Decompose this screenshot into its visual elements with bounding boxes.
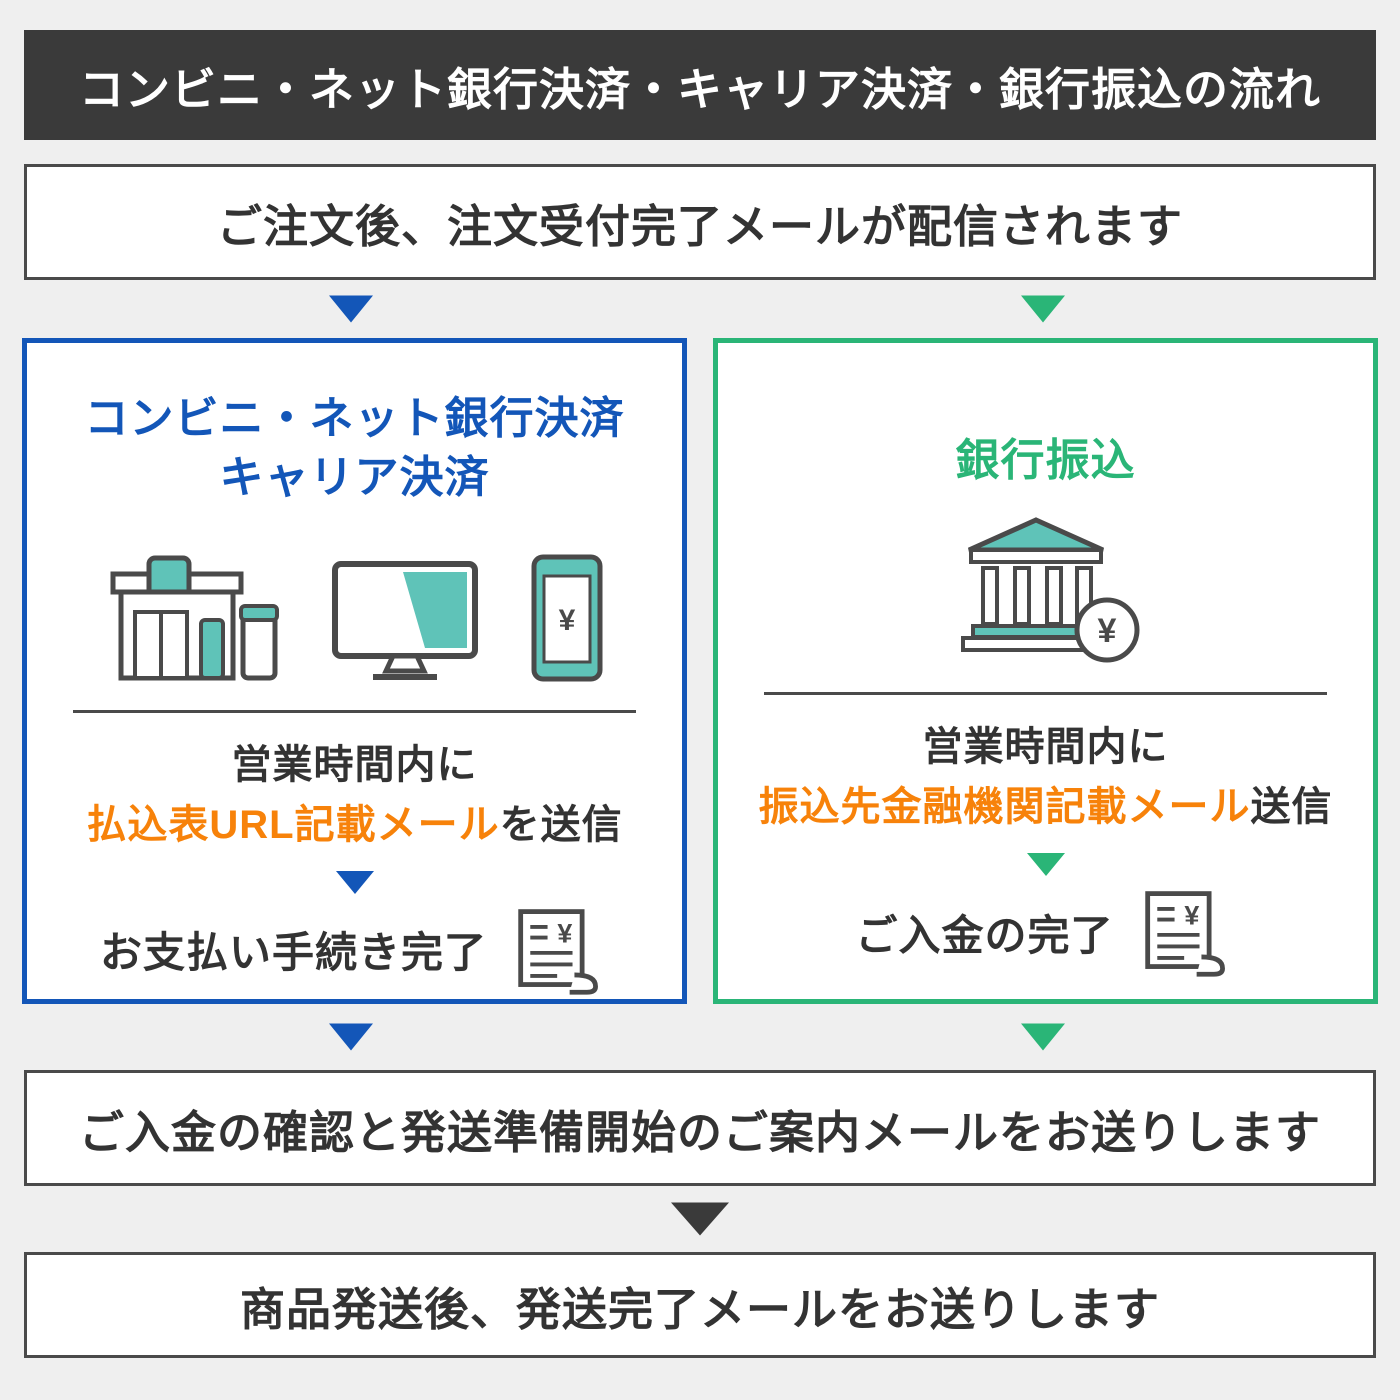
bank-transfer-panel: 銀行振込 ¥ 営業時間内に 振込先 xyxy=(713,338,1378,1004)
arrow-down-green-small-icon xyxy=(1026,853,1065,877)
arrow-down-green-icon xyxy=(1021,295,1065,323)
step-order-mail-text: ご注文後、注文受付完了メールが配信されます xyxy=(216,200,1183,252)
page-title: コンビニ・ネット銀行決済・キャリア決済・銀行振込の流れ xyxy=(78,63,1321,115)
left-panel-title-line2: キャリア決済 xyxy=(219,453,490,503)
left-panel-icons: ¥ xyxy=(105,534,605,684)
left-notice-line1: 営業時間内に xyxy=(231,742,478,787)
right-notice-suffix: 送信 xyxy=(1250,785,1333,830)
right-panel-notice: 営業時間内に 振込先金融機関記載メール送信 xyxy=(759,717,1333,837)
step-shipping-mail-text: 商品発送後、発送完了メールをお送りします xyxy=(239,1283,1160,1335)
step-shipping-mail-box: 商品発送後、発送完了メールをお送りします xyxy=(24,1252,1376,1358)
right-panel-divider xyxy=(763,692,1328,696)
left-panel-done-row: お支払い手続き完了 ¥ xyxy=(100,904,609,996)
left-panel-done-label: お支払い手続き完了 xyxy=(99,929,487,977)
receipt-icon: ¥ xyxy=(1144,891,1225,978)
smartphone-icon: ¥ xyxy=(531,554,602,682)
convenience-store-icon xyxy=(110,555,279,681)
left-notice-highlight: 払込表URL記載メール xyxy=(86,802,500,847)
arrow-row-final xyxy=(0,1186,1400,1252)
step-order-mail-box: ご注文後、注文受付完了メールが配信されます xyxy=(24,164,1376,280)
computer-icon xyxy=(331,560,478,680)
receipt-yen-symbol: ¥ xyxy=(1184,901,1199,931)
arrow-down-green-icon xyxy=(1021,1023,1065,1051)
right-panel-icons: ¥ xyxy=(951,516,1141,666)
step-confirm-mail-box: ご入金の確認と発送準備開始のご案内メールをお送りします xyxy=(24,1070,1376,1186)
left-panel-divider xyxy=(72,709,637,713)
receipt-yen-symbol: ¥ xyxy=(557,918,572,948)
arrow-down-blue-small-icon xyxy=(335,870,374,894)
right-panel-title: 銀行振込 xyxy=(955,436,1136,485)
arrow-down-blue-icon xyxy=(329,1023,373,1051)
left-panel-notice: 営業時間内に 払込表URL記載メールを送信 xyxy=(86,735,622,855)
right-panel-done-row: ご入金の完了 ¥ xyxy=(855,886,1235,978)
payment-panels: コンビニ・ネット銀行決済 キャリア決済 xyxy=(0,338,1400,1004)
convenience-net-carrier-panel: コンビニ・ネット銀行決済 キャリア決済 xyxy=(22,338,687,1004)
receipt-icon: ¥ xyxy=(518,908,598,995)
arrow-row-middle xyxy=(0,1004,1400,1070)
arrow-row-top xyxy=(0,280,1400,338)
right-notice-line1: 営業時間内に xyxy=(922,725,1169,770)
left-notice-suffix: を送信 xyxy=(499,802,623,847)
right-notice-highlight: 振込先金融機関記載メール xyxy=(758,785,1251,830)
smartphone-yen-symbol: ¥ xyxy=(558,604,575,637)
left-panel-title: コンビニ・ネット銀行決済 キャリア決済 xyxy=(85,389,625,508)
arrow-down-dark-icon xyxy=(671,1202,729,1236)
bank-icon: ¥ xyxy=(960,517,1139,663)
bank-yen-symbol: ¥ xyxy=(1097,612,1116,650)
right-panel-done-label: ご入金の完了 xyxy=(855,911,1114,959)
arrow-down-blue-icon xyxy=(329,295,373,323)
page-title-bar: コンビニ・ネット銀行決済・キャリア決済・銀行振込の流れ xyxy=(24,30,1376,140)
step-confirm-mail-text: ご入金の確認と発送準備開始のご案内メールをお送りします xyxy=(78,1106,1321,1158)
left-panel-title-line1: コンビニ・ネット銀行決済 xyxy=(84,394,625,443)
